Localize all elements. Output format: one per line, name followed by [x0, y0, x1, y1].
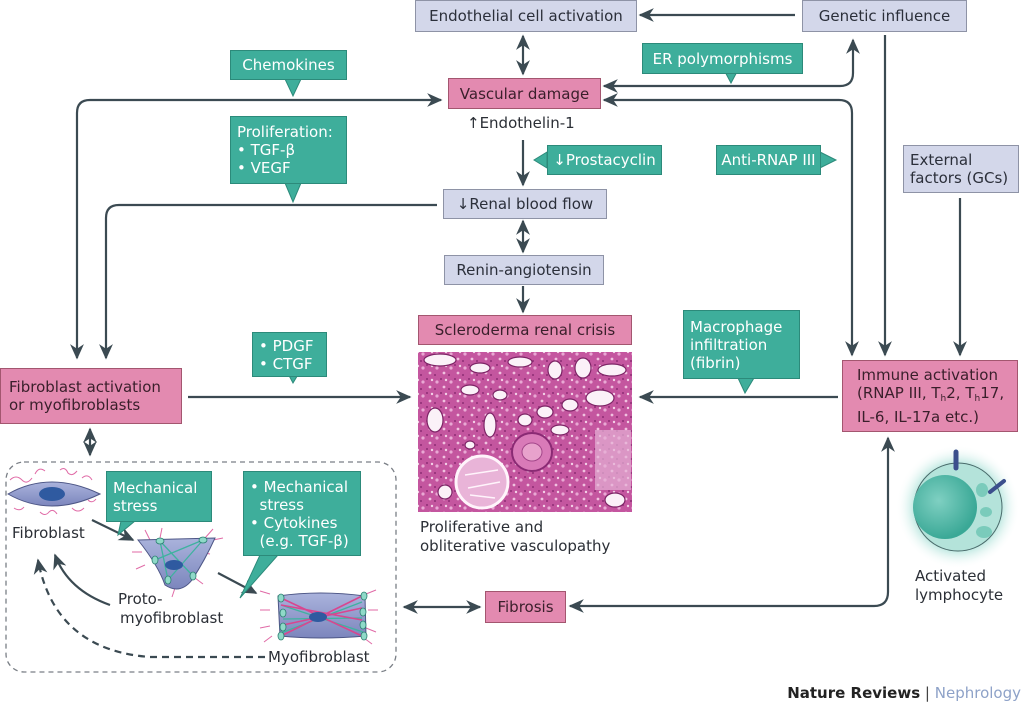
macrophage-line: infiltration	[690, 335, 768, 354]
node-endothelial-cell-activation: Endothelial cell activation	[415, 0, 637, 32]
mech2-line: • Mechanical	[250, 477, 349, 496]
arrow-vascular-genetic	[602, 38, 860, 93]
arrow-immune-to-vascular	[602, 93, 859, 357]
label-fibroblast: Fibroblast	[12, 524, 85, 542]
node-vascular-damage: Vascular damage	[448, 78, 601, 109]
fibroblast-cell-illustration	[6, 468, 102, 515]
arrow-proto-to-fibroblast	[53, 553, 111, 607]
label-endothelin: ↑Endothelin-1	[467, 114, 575, 132]
proliferation-item: • VEGF	[237, 159, 291, 177]
callout-macrophage-infiltration: Macrophage infiltration (fibrin)	[683, 310, 800, 379]
label-proto: Proto-	[118, 590, 163, 608]
label-vasculopathy-line2: obliterative vasculopathy	[420, 537, 611, 555]
label-lymph-line2: lymphocyte	[915, 586, 1004, 604]
node-external-factors: External factors (GCs)	[903, 145, 1019, 193]
immune-line2: (RNAP III, Th2, Th17,	[857, 384, 1005, 404]
node-renin-angiotensin: Renin-angiotensin	[444, 255, 604, 285]
label-proto-myofibroblast: myofibroblast	[120, 609, 224, 627]
callout-chemokines: Chemokines	[230, 50, 347, 80]
label-vasculopathy-line1: Proliferative and	[420, 518, 544, 536]
callout-proliferation: Proliferation: • TGF-β • VEGF	[230, 116, 347, 184]
node-fibroblast-activation: Fibroblast activation or myofibroblasts	[0, 368, 182, 424]
node-fibrosis: Fibrosis	[485, 591, 566, 623]
external-line2: factors (GCs)	[910, 169, 1009, 187]
journal-name: Nature Reviews	[787, 684, 921, 702]
node-scleroderma-renal-crisis: Scleroderma renal crisis	[418, 315, 632, 345]
mech2-line: stress	[250, 495, 304, 514]
proliferation-item: • TGF-β	[237, 141, 296, 159]
arrow-fibroblast-to-proto	[91, 519, 135, 541]
callout-mechanical-stress: Mechanical stress	[106, 471, 212, 522]
immune-line1: Immune activation	[857, 366, 998, 384]
mech2-line: (e.g. TGF-β)	[250, 531, 349, 550]
callout-anti-rnap: Anti-RNAP III	[716, 145, 821, 175]
callout-er-polymorphisms: ER polymorphisms	[642, 43, 803, 74]
pdgf-item: • PDGF	[259, 336, 314, 355]
label-lymph-line1: Activated	[915, 567, 986, 585]
journal-credit: Nature Reviews | Nephrology	[787, 684, 1021, 702]
callout-prostacyclin: ↓Prostacyclin	[547, 145, 662, 175]
node-renal-blood-flow: ↓Renal blood flow	[443, 189, 607, 219]
immune-line3: IL-6, IL-17a etc.)	[857, 408, 979, 426]
ctgf-item: • CTGF	[259, 354, 313, 373]
arrow-fibroblast-vascular	[70, 93, 443, 360]
label-myofibroblast: Myofibroblast	[268, 648, 370, 666]
journal-subject: Nephrology	[934, 684, 1021, 702]
arrow-myo-to-fibroblast-dashed	[33, 558, 265, 659]
fibroblast-line1: Fibroblast activation	[9, 378, 161, 396]
differentiation-arrows	[33, 519, 265, 659]
macrophage-line: (fibrin)	[690, 353, 741, 372]
credit-separator: |	[924, 684, 930, 702]
histology-micrograph	[418, 352, 632, 512]
mech2-line: • Cytokines	[250, 513, 338, 532]
mech-line: Mechanical	[113, 478, 198, 497]
node-genetic-influence: Genetic influence	[802, 0, 967, 32]
proliferation-title: Proliferation:	[237, 123, 333, 141]
activated-lymphocyte-illustration	[896, 445, 1020, 569]
mech-line: stress	[113, 496, 158, 515]
callout-mechanical-stress-cytokines: • Mechanical stress • Cytokines (e.g. TG…	[243, 471, 361, 556]
myofibroblast-cell-illustration	[259, 589, 378, 645]
macrophage-line: Macrophage	[690, 317, 783, 336]
external-line1: External	[910, 151, 973, 169]
arrow-immune-fibrosis	[568, 436, 895, 613]
protomyofibroblast-cell-illustration	[132, 527, 224, 598]
connector-lines	[70, 8, 967, 614]
arrow-proto-to-myo	[217, 572, 258, 594]
fibroblast-differentiation-panel	[5, 461, 397, 673]
callout-pdgf-ctgf: • PDGF • CTGF	[252, 332, 327, 377]
fibroblast-line2: or myofibroblasts	[9, 396, 141, 414]
arrow-renal-to-fibroblast	[99, 203, 437, 360]
node-immune-activation: Immune activation (RNAP III, Th2, Th17, …	[842, 360, 1018, 432]
